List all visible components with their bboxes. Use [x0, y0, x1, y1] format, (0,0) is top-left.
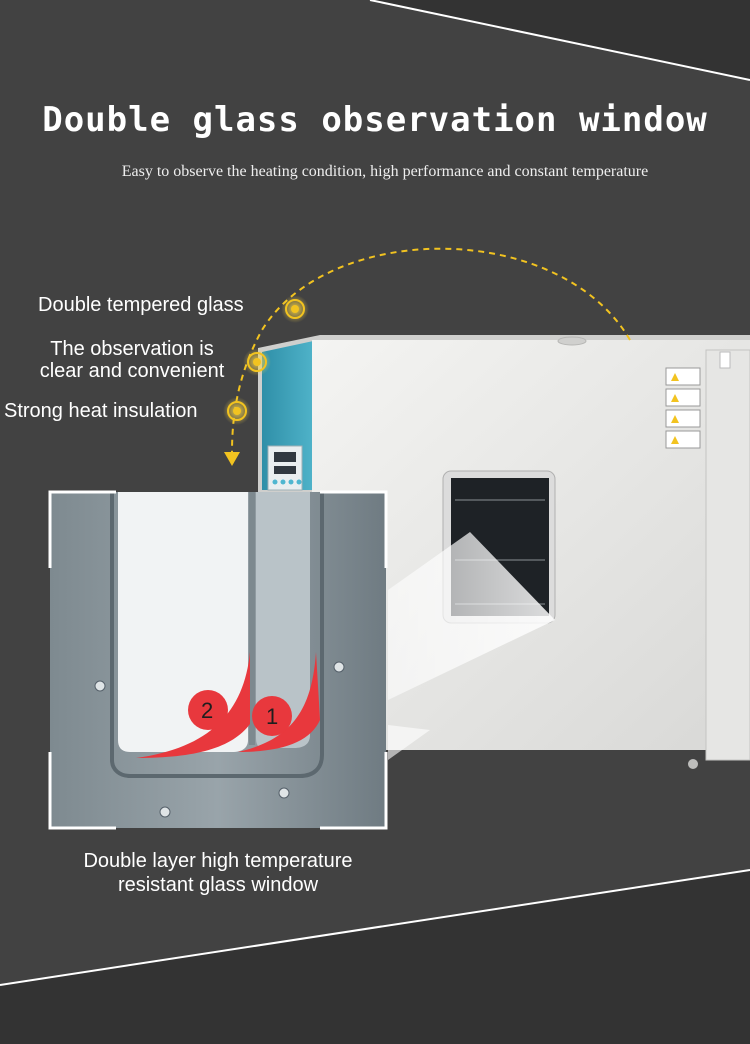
- feature-observation-line1: The observation is: [50, 338, 214, 360]
- caption-line1: Double layer high temperature: [83, 850, 353, 872]
- marker-2-label: 2: [201, 698, 213, 723]
- feature-insulation: Strong heat insulation: [4, 400, 198, 422]
- page-subtitle: Easy to observe the heating condition, h…: [121, 163, 649, 180]
- detail-caption: Double layer high temperature resistant …: [48, 849, 388, 897]
- target-icon: [243, 348, 271, 376]
- caption-line2: resistant glass window: [117, 874, 319, 896]
- glass-detail-inset: [48, 490, 388, 830]
- marker-1-label: 1: [266, 704, 278, 729]
- arrow-down-icon: [224, 452, 240, 466]
- target-icon: [281, 295, 309, 323]
- feature-tempered-glass: Double tempered glass: [38, 294, 244, 316]
- feature-observation-line2: clear and convenient: [39, 360, 225, 382]
- feature-observation: The observation is clear and convenient: [22, 338, 242, 382]
- dashed-arc: [231, 247, 631, 453]
- target-icon: [223, 397, 251, 425]
- page-title: Double glass observation window: [42, 100, 708, 140]
- projection-beam: [388, 532, 555, 700]
- warning-label-icon: [665, 367, 701, 449]
